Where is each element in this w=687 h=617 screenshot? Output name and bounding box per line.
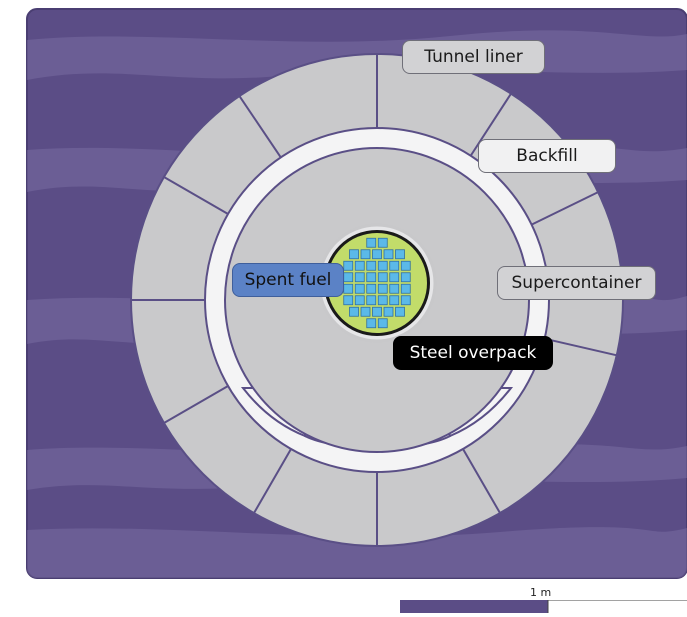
fuel-pin-cell: [400, 283, 411, 294]
fuel-pin-cell: [372, 306, 382, 317]
fuel-pin-cell: [395, 306, 405, 317]
fuel-pin-cell: [360, 306, 371, 317]
liner-joint: [253, 448, 292, 514]
liner-joint: [163, 385, 229, 424]
fuel-pin-cell: [349, 306, 359, 317]
fuel-pin-cell: [343, 283, 354, 294]
fuel-pin-cell: [354, 260, 365, 271]
fuel-pin-cell: [354, 272, 365, 283]
fuel-pin-cell: [383, 306, 394, 317]
label-supercontainer: Supercontainer: [497, 266, 656, 300]
fuel-pin-cell: [400, 295, 411, 306]
liner-joint: [462, 448, 501, 514]
liner-joint: [531, 191, 599, 226]
liner-joint: [238, 95, 282, 158]
fuel-pin-cell: [343, 260, 354, 271]
fuel-pin-cell: [377, 318, 388, 329]
fuel-pin-cell: [395, 249, 405, 260]
fuel-pin-cell: [389, 295, 400, 306]
fuel-pin-cell: [343, 272, 354, 283]
fuel-pin-cell: [377, 272, 388, 283]
fuel-pin-cell: [366, 237, 377, 248]
scale-bar: [400, 600, 687, 613]
fuel-pin-cell: [389, 272, 400, 283]
fuel-pin-cell: [400, 272, 411, 283]
fuel-pin-cell: [360, 249, 371, 260]
fuel-pin-cell: [372, 249, 382, 260]
liner-joint: [469, 93, 512, 157]
fuel-pin-cell: [383, 249, 394, 260]
fuel-pin-cell: [400, 260, 411, 271]
fuel-pin-cell: [354, 283, 365, 294]
fuel-pin-cell: [354, 295, 365, 306]
label-tunnel-liner: Tunnel liner: [402, 40, 545, 74]
liner-joint: [544, 337, 617, 357]
spent-fuel-assembly: [327, 233, 427, 333]
fuel-pin-cell: [377, 295, 388, 306]
fuel-pin-cell: [389, 260, 400, 271]
fuel-pin-cell: [366, 295, 377, 306]
fuel-pin-cell: [366, 272, 377, 283]
fuel-pin-cell: [389, 283, 400, 294]
label-spent-fuel: Spent fuel: [232, 263, 344, 297]
label-backfill: Backfill: [478, 139, 616, 173]
fuel-pin-cell: [377, 283, 388, 294]
label-steel-overpack: Steel overpack: [393, 336, 553, 370]
fuel-pin-cell: [343, 295, 354, 306]
fuel-pin-cell: [366, 318, 377, 329]
liner-joint: [163, 176, 229, 215]
scale-bar-label: 1 m: [530, 586, 552, 599]
fuel-pin-cell: [366, 283, 377, 294]
fuel-pin-cell: [349, 249, 359, 260]
fuel-pin-cell: [377, 260, 388, 271]
fuel-pin-cell: [377, 237, 388, 248]
fuel-pin-cell: [366, 260, 377, 271]
